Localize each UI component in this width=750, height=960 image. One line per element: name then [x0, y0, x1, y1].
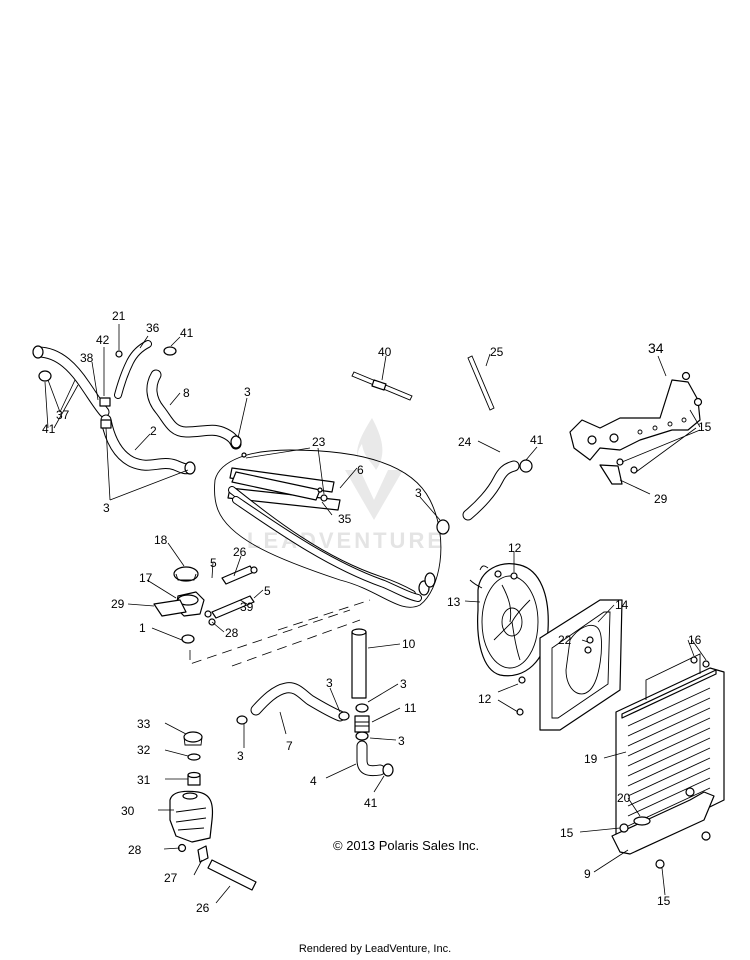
hose-7 [250, 682, 346, 722]
bracket-29-left [153, 599, 187, 617]
callout-19: 19 [584, 752, 598, 766]
pipe-10 [351, 628, 367, 699]
callout-27: 27 [164, 871, 178, 885]
callout-12: 12 [508, 541, 522, 555]
logo-chevron-icon [345, 470, 403, 520]
callout-15c: 15 [657, 894, 671, 908]
hose-36 [114, 340, 152, 399]
callout-28b: 28 [128, 843, 142, 857]
callout-38: 38 [80, 351, 94, 365]
callout-2: 2 [150, 424, 157, 438]
callout-7: 7 [286, 739, 293, 753]
callout-10: 10 [402, 637, 416, 651]
callout-16: 16 [688, 633, 702, 647]
callout-41b: 41 [42, 422, 56, 436]
callout-41c: 41 [530, 433, 544, 447]
hose-2 [99, 397, 196, 475]
cooler-6 [214, 449, 442, 608]
callout-24: 24 [458, 435, 472, 449]
callout-22: 22 [558, 633, 572, 647]
callout-8: 8 [183, 386, 190, 400]
callout-29b: 29 [111, 597, 125, 611]
callout-28: 28 [225, 626, 239, 640]
callout-5b: 5 [264, 584, 271, 598]
callout-1: 1 [139, 621, 146, 635]
neck-31 [187, 771, 201, 786]
hose-39 [211, 565, 258, 619]
fan-13 [469, 563, 549, 677]
callout-11: 11 [404, 701, 417, 715]
bracket-29-right [599, 464, 623, 485]
bottle-30 [169, 790, 214, 843]
callout-31: 31 [137, 773, 151, 787]
callout-14: 14 [615, 598, 629, 612]
callout-35: 35 [338, 512, 352, 526]
callout-32: 32 [137, 743, 151, 757]
leader-lines [44, 324, 707, 904]
hose-24 [462, 459, 533, 521]
callout-21: 21 [112, 309, 126, 323]
callout-41: 41 [180, 326, 194, 340]
connector-11 [354, 715, 370, 733]
callout-42: 42 [96, 333, 110, 347]
callout-12b: 12 [478, 692, 492, 706]
callout-6: 6 [357, 463, 364, 477]
hose-4 [356, 740, 394, 777]
strap-40 [351, 371, 413, 401]
callout-3c: 3 [415, 486, 422, 500]
hose-26 [207, 859, 257, 891]
callout-15: 15 [698, 420, 712, 434]
callout-26b: 26 [196, 901, 210, 915]
callout-4: 4 [310, 774, 317, 788]
callout-3g: 3 [398, 734, 405, 748]
callout-41d: 41 [364, 796, 378, 810]
reference-lines [189, 599, 371, 667]
callout-36: 36 [146, 321, 160, 335]
shroud-14 [539, 599, 623, 731]
seal-32 [187, 753, 201, 761]
callout-15b: 15 [560, 826, 574, 840]
clamp-3-mid [436, 519, 450, 535]
callout-3: 3 [103, 501, 110, 515]
hose-8 [146, 346, 242, 450]
callout-5: 5 [210, 556, 217, 570]
callout-23: 23 [312, 435, 326, 449]
callout-3d: 3 [326, 676, 333, 690]
callout-40: 40 [378, 345, 392, 359]
bolts-12 [510, 572, 526, 716]
callout-39: 39 [240, 600, 254, 614]
callout-30: 30 [121, 804, 135, 818]
cap-33 [183, 731, 203, 746]
callout-26: 26 [233, 545, 247, 559]
footer-credit: Rendered by LeadVenture, Inc. [298, 943, 452, 955]
hose-37 [32, 345, 110, 418]
bracket-34 [569, 379, 701, 461]
callout-13: 13 [447, 595, 461, 609]
callout-3e: 3 [400, 677, 407, 691]
callout-3b: 3 [244, 385, 251, 399]
callout-25: 25 [490, 345, 504, 359]
callout-9: 9 [584, 867, 591, 881]
cap-18 [173, 566, 199, 582]
fitting-27 [197, 845, 209, 863]
callout-34: 34 [648, 340, 664, 356]
copyright-text: © 2013 Polaris Sales Inc. [333, 838, 480, 853]
callout-17: 17 [139, 571, 153, 585]
callouts: 21 36 41 42 38 37 41 2 3 8 3 40 25 34 23… [42, 309, 712, 915]
tie-25 [467, 355, 495, 411]
clamp-1 [181, 634, 195, 644]
flame-logo-icon [357, 418, 383, 470]
bolts-15-right [616, 371, 703, 474]
grommet-20 [633, 816, 651, 826]
callout-37: 37 [56, 408, 70, 422]
callout-29: 29 [654, 492, 668, 506]
clamps-3-lower [236, 703, 369, 741]
callout-20: 20 [617, 791, 631, 805]
callout-18: 18 [154, 533, 168, 547]
callout-3f: 3 [237, 749, 244, 763]
callout-33: 33 [137, 717, 151, 731]
bracket-9 [611, 787, 715, 869]
